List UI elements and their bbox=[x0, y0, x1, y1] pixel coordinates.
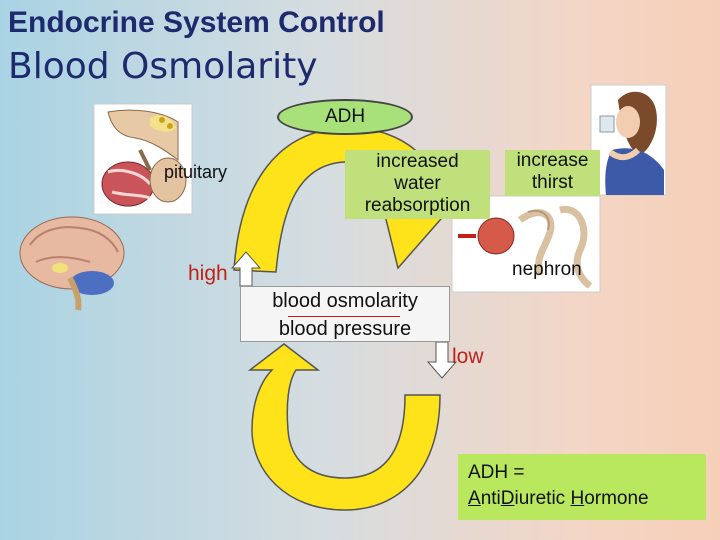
slide-title: Endocrine System Control bbox=[8, 6, 385, 39]
adh-definition-box: ADH = AntiDiuretic Hormone bbox=[458, 454, 706, 520]
high-up-arrow bbox=[230, 251, 262, 287]
antidiuretic-initial-d: D bbox=[500, 488, 515, 509]
low-label: low bbox=[452, 345, 484, 368]
antidiuretic-initial-a: A bbox=[468, 488, 481, 509]
adh-hormone-oval: ADH bbox=[277, 99, 413, 135]
increase-thirst-box: increase thirst bbox=[505, 150, 600, 196]
hormone-text: ormone bbox=[584, 488, 649, 509]
thirst-line-2: thirst bbox=[531, 172, 574, 193]
nephron-label: nephron bbox=[512, 259, 582, 280]
diuretic-text: iuretic bbox=[514, 488, 571, 509]
woman-drinking-illustration bbox=[590, 84, 667, 196]
thirst-line-1: increase bbox=[516, 150, 589, 171]
center-divider-line bbox=[288, 316, 400, 317]
blood-pressure-text: blood pressure bbox=[278, 318, 412, 340]
slide-subtitle: Blood Osmolarity bbox=[8, 46, 318, 87]
increased-water-reabsorption-box: increased water reabsorption bbox=[345, 150, 490, 219]
reabsorption-line-2: water bbox=[394, 173, 441, 194]
high-label: high bbox=[188, 262, 228, 285]
pituitary-gland-illustration bbox=[93, 103, 193, 215]
blood-osmolarity-pressure-box: blood osmolarity blood pressure bbox=[240, 286, 450, 342]
reabsorption-line-3: reabsorption bbox=[364, 195, 471, 216]
adh-definition-line-2: AntiDiuretic Hormone bbox=[468, 486, 696, 512]
reabsorption-line-1: increased bbox=[376, 151, 459, 172]
low-down-arrow bbox=[426, 341, 458, 379]
anti-text: nti bbox=[480, 488, 501, 509]
adh-definition-line-1: ADH = bbox=[468, 462, 525, 483]
pituitary-label: pituitary bbox=[164, 162, 228, 182]
lower-loop-arrow bbox=[247, 343, 441, 511]
hormone-initial-h: H bbox=[570, 488, 585, 509]
brain-illustration bbox=[19, 216, 125, 311]
blood-osmolarity-text: blood osmolarity bbox=[272, 290, 418, 312]
